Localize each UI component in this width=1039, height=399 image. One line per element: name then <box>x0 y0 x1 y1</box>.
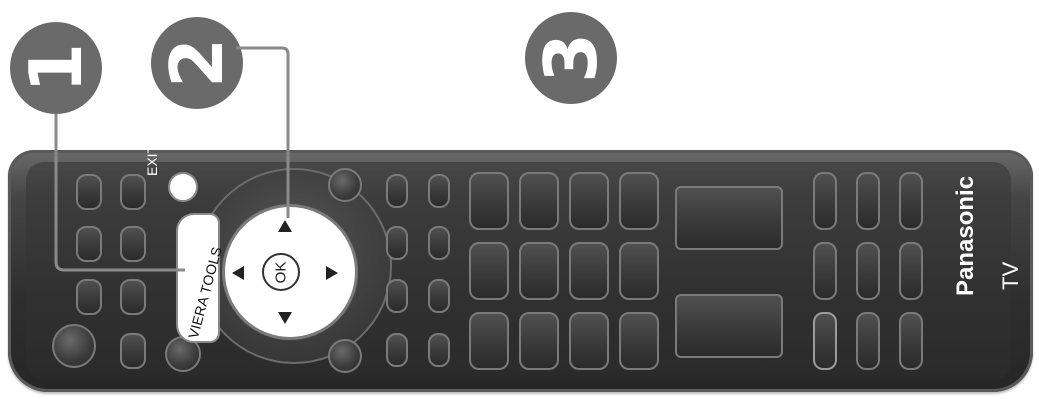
number-key[interactable] <box>619 312 659 370</box>
number-key[interactable] <box>469 172 509 230</box>
exit-label: EXIT <box>144 145 160 176</box>
remote-button[interactable] <box>428 174 450 208</box>
arrow-right-icon[interactable] <box>326 266 338 280</box>
callout-number-2: 2 <box>161 38 233 88</box>
arrow-up-icon[interactable] <box>278 220 292 232</box>
number-key[interactable] <box>569 172 609 230</box>
volume-rocker[interactable] <box>675 186 783 250</box>
remote-button[interactable] <box>76 226 102 262</box>
brand-subtitle: TV <box>998 262 1024 290</box>
callout-badge-1: 1 <box>10 22 102 114</box>
callout-number-1: 1 <box>20 43 92 93</box>
number-key[interactable] <box>619 172 659 230</box>
callout-badge-2: 2 <box>151 17 243 109</box>
remote-button[interactable] <box>813 242 837 300</box>
remote-button[interactable] <box>386 279 408 313</box>
ok-button[interactable]: OK <box>262 253 300 291</box>
remote-button[interactable] <box>386 226 408 260</box>
number-key[interactable] <box>519 242 559 300</box>
ok-label: OK <box>273 261 290 283</box>
remote-button[interactable] <box>386 174 408 208</box>
arrow-down-icon[interactable] <box>278 312 292 324</box>
number-key[interactable] <box>619 242 659 300</box>
number-key[interactable] <box>469 312 509 370</box>
remote-round-button[interactable] <box>52 324 96 368</box>
remote-button[interactable] <box>856 242 880 300</box>
remote-button[interactable] <box>120 333 146 369</box>
remote-button[interactable] <box>76 279 102 315</box>
remote-button[interactable] <box>76 174 102 210</box>
callout-number-3: 3 <box>535 33 607 83</box>
callout-badge-3: 3 <box>525 12 617 104</box>
remote-button[interactable] <box>813 172 837 230</box>
number-key[interactable] <box>569 312 609 370</box>
remote-button[interactable] <box>428 333 450 367</box>
number-key[interactable] <box>569 242 609 300</box>
number-key[interactable] <box>519 312 559 370</box>
channel-rocker[interactable] <box>675 294 783 358</box>
remote-button[interactable] <box>120 226 146 262</box>
remote-round-button[interactable] <box>328 339 362 373</box>
remote-button[interactable] <box>120 279 146 315</box>
remote-button[interactable] <box>813 312 837 370</box>
exit-button[interactable] <box>168 172 198 202</box>
remote-button[interactable] <box>899 172 923 230</box>
number-key[interactable] <box>469 242 509 300</box>
remote-button[interactable] <box>899 312 923 370</box>
remote-button[interactable] <box>856 312 880 370</box>
brand-logo: Panasonic <box>952 176 980 296</box>
arrow-left-icon[interactable] <box>232 266 244 280</box>
remote-round-button[interactable] <box>328 168 362 202</box>
remote-button[interactable] <box>386 333 408 367</box>
number-key[interactable] <box>519 172 559 230</box>
remote-button[interactable] <box>899 242 923 300</box>
remote-button[interactable] <box>120 174 146 210</box>
remote-button[interactable] <box>856 172 880 230</box>
remote-button[interactable] <box>428 226 450 260</box>
remote-button[interactable] <box>428 279 450 313</box>
